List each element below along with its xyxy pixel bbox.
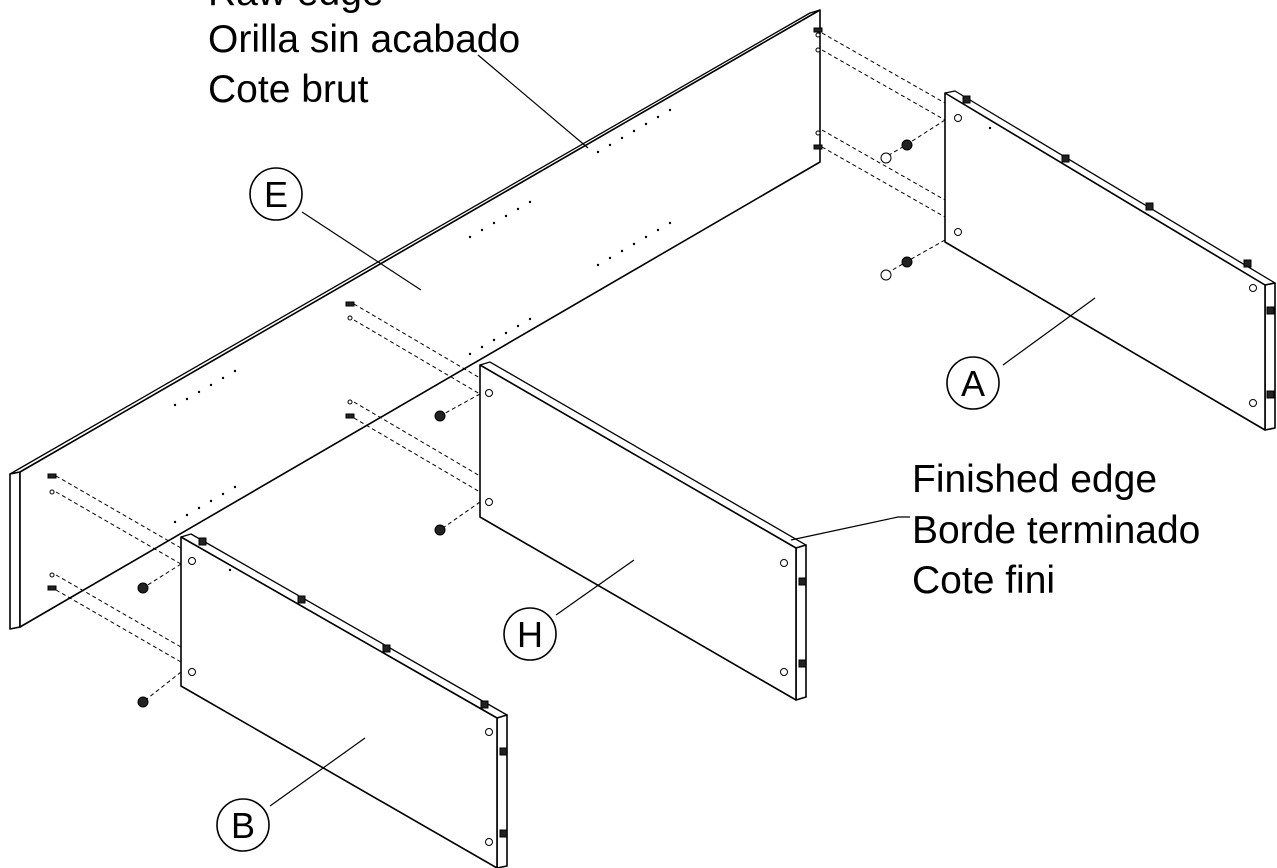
svg-text:H: H xyxy=(517,614,543,655)
part-label-b: B xyxy=(216,798,270,852)
finished-edge-callout: Finished edge Borde terminado Cote fini xyxy=(912,458,1200,602)
finished-edge-label-fr: Cote fini xyxy=(912,559,1055,602)
part-label-e: E xyxy=(249,167,303,221)
left-panel-b xyxy=(180,533,508,868)
right-panel-a xyxy=(944,90,1276,431)
cam-bolt-icons xyxy=(47,27,823,591)
finished-edge-label-en: Finished edge xyxy=(912,458,1157,501)
svg-text:B: B xyxy=(231,805,255,846)
raw-edge-label-fr: Cote brut xyxy=(208,68,369,111)
shelf-pin-holes xyxy=(173,108,672,524)
svg-text:A: A xyxy=(961,363,985,404)
part-label-h: H xyxy=(503,607,557,661)
leader-lines xyxy=(269,54,1096,807)
svg-text:E: E xyxy=(264,174,288,215)
raw-edge-label-en: Raw edge xyxy=(208,0,384,14)
raw-edge-callout: Raw edge Orilla sin acabado Cote brut xyxy=(208,0,520,111)
center-panel-h xyxy=(479,361,807,701)
part-label-a: A xyxy=(946,356,1000,410)
cam-lock-icons xyxy=(137,139,913,708)
assembly-guide-lines xyxy=(55,32,946,703)
back-panel-e xyxy=(9,9,823,630)
finished-edge-label-es: Borde terminado xyxy=(912,509,1200,552)
raw-edge-label-es: Orilla sin acabado xyxy=(208,18,520,61)
